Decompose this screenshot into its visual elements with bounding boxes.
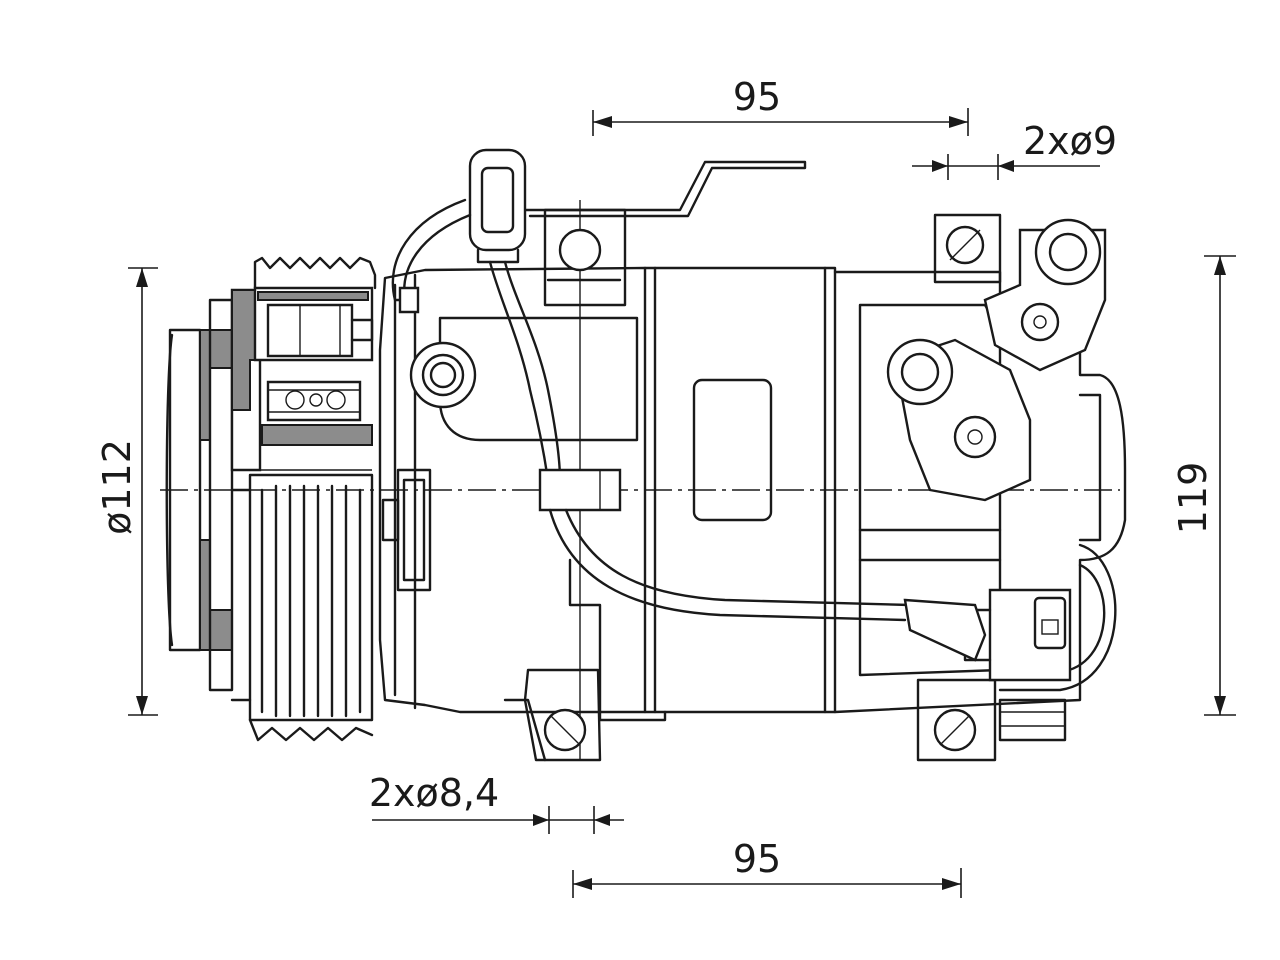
pulley-assembly [165,256,377,742]
lower-port-bolt-icon [886,338,954,406]
dimension-top-width: 95 [592,75,969,136]
top-connector [468,148,527,252]
dimension-height: 119 [1171,255,1236,716]
dimension-bottom-holes-label: 2xø8,4 [369,771,499,815]
dimension-bottom-width-label: 95 [733,837,781,881]
front-nib [398,286,420,314]
mounting-hole-top-left-icon [558,228,602,272]
dimension-bottom-width: 95 [572,837,962,898]
rear-head [833,213,1127,762]
dimension-top-holes: 2xø9 [912,119,1117,180]
front-housing [378,208,667,762]
dimension-height-label: 119 [1171,462,1215,535]
label-plate [692,378,773,522]
dimension-top-holes-label: 2xø9 [1023,119,1117,163]
upper-port-bolt-icon [1034,218,1102,286]
wiring-harness [391,148,987,662]
pressure-sensor [963,543,1117,692]
dimension-pulley-diameter-label: ø112 [95,439,139,535]
middle-body [643,266,837,714]
dimension-pulley-diameter: ø112 [95,267,158,716]
dimension-bottom-holes: 2xø8,4 [369,771,624,834]
dimension-top-width-label: 95 [733,75,781,119]
side-bolt-icon [409,341,477,409]
